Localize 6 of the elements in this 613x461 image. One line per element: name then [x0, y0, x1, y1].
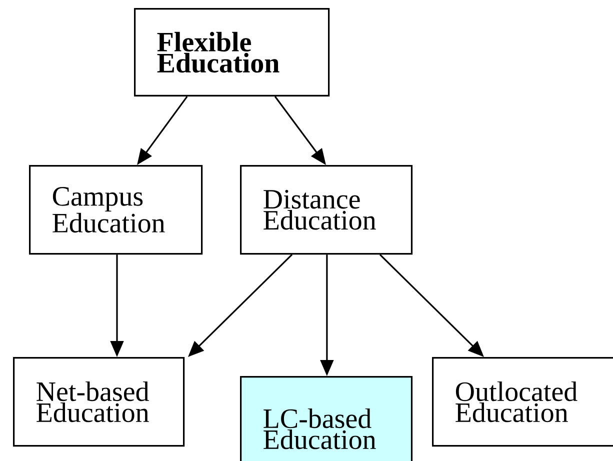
highlighted-category-box: LC-based Education: [240, 376, 413, 461]
category-box: Net-based Education: [13, 357, 185, 447]
category-box: Distance Education: [240, 165, 413, 255]
category-box: Outlocated Education: [432, 357, 613, 447]
category-box: Flexible Education: [134, 8, 330, 97]
category-box: Campus Education: [29, 165, 203, 255]
